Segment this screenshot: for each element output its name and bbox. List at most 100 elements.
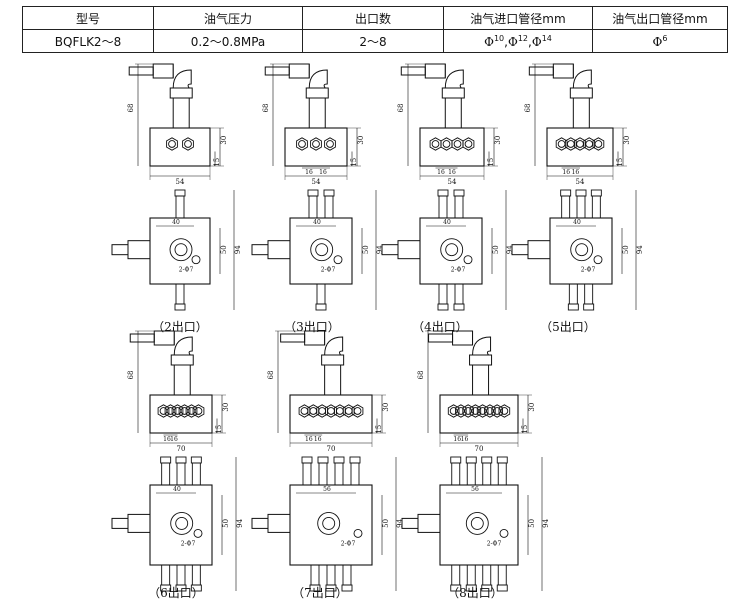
outlet-hex-nut bbox=[351, 404, 364, 418]
outlet-fitting bbox=[482, 462, 492, 486]
dim-label-30: 30 bbox=[382, 403, 390, 412]
dim-label-width: 54 bbox=[176, 178, 185, 186]
dim-label-68: 68 bbox=[397, 104, 405, 113]
outlet-hex-nut bbox=[574, 137, 586, 151]
inlet-fitting bbox=[527, 240, 551, 260]
outlet-hex-nut-bore bbox=[442, 140, 451, 148]
inlet-size-3: 14 bbox=[541, 33, 552, 43]
inlet-pipe bbox=[251, 244, 269, 256]
dim-label-thread: 2-Φ7 bbox=[581, 267, 596, 274]
outlet-fitting-nut bbox=[453, 303, 465, 311]
mount-hole bbox=[193, 528, 203, 538]
outlet-fitting-nut bbox=[450, 584, 462, 592]
outlet-fitting bbox=[438, 283, 448, 305]
outlet-hex-nut-bore bbox=[585, 140, 594, 148]
outlet-fitting bbox=[454, 195, 464, 219]
fitting-nut bbox=[170, 354, 194, 366]
inlet-pipe bbox=[128, 66, 154, 76]
dim-label-width: 54 bbox=[576, 178, 585, 186]
outlet-hex-nut-bore bbox=[300, 407, 309, 415]
outlet-hex-nut-bore bbox=[168, 140, 176, 148]
dim-label-68: 68 bbox=[524, 104, 532, 113]
inlet-fitting bbox=[397, 240, 421, 260]
value-pressure: 0.2～0.8MPa bbox=[153, 29, 303, 53]
outlet-fitting-nut bbox=[160, 584, 172, 592]
outlet-hex-nut-bore bbox=[594, 140, 603, 148]
outlet-hex-nut-bore bbox=[309, 407, 318, 415]
outlet-fitting bbox=[466, 462, 476, 486]
dim-label-width: 70 bbox=[475, 445, 484, 453]
dim-label-pitch: 16 bbox=[305, 436, 313, 443]
dim-label-pitch: 16 bbox=[437, 169, 445, 176]
outlet-hex-nut-bore bbox=[312, 140, 320, 148]
outlet-fitting bbox=[161, 564, 171, 586]
fitting-body bbox=[172, 97, 190, 129]
dim-label-40: 56 bbox=[471, 486, 479, 493]
dim-label-pitch: 16 bbox=[562, 169, 570, 176]
fitting-nut bbox=[305, 87, 329, 99]
outlet-fitting bbox=[584, 283, 594, 305]
fitting-nut bbox=[469, 354, 493, 366]
outlet-hex-nut bbox=[324, 137, 336, 151]
elbow-bend bbox=[572, 69, 592, 89]
dim-label-30: 30 bbox=[357, 136, 365, 145]
outlet-fitting bbox=[451, 564, 461, 586]
outlet-hex-nut-bore bbox=[453, 140, 462, 148]
outlet-fitting bbox=[175, 195, 185, 219]
outlet-fitting bbox=[454, 283, 464, 305]
caption-6-outlets: （6出口） bbox=[148, 586, 204, 600]
manifold-block bbox=[149, 394, 213, 434]
manifold-block bbox=[546, 127, 614, 167]
inlet-port bbox=[465, 511, 489, 535]
elbow-bend bbox=[472, 336, 492, 356]
inlet-port bbox=[317, 511, 341, 535]
dim-label-68: 68 bbox=[262, 104, 270, 113]
outlet-hex-nut-bore bbox=[298, 140, 306, 148]
phi-symbol: Φ bbox=[484, 34, 494, 49]
manifold-block bbox=[149, 127, 211, 167]
dim-label-15: 15 bbox=[487, 158, 495, 167]
outlet-fitting bbox=[176, 564, 186, 586]
outlet-hex-nut-bore bbox=[486, 407, 494, 415]
outlet-hex-nut-bore bbox=[318, 407, 327, 415]
outlet-fitting-nut bbox=[301, 456, 313, 464]
inlet-pipe bbox=[129, 333, 155, 343]
outlet-fitting bbox=[316, 283, 326, 305]
outlet-fitting-nut bbox=[567, 303, 579, 311]
elbow-bend bbox=[172, 69, 192, 89]
dim-label-pitch: 16 bbox=[319, 169, 327, 176]
outlet-fitting bbox=[302, 462, 312, 486]
dim-label-15: 15 bbox=[213, 158, 221, 167]
outlet-hex-nut-bore bbox=[194, 407, 203, 415]
dim-label-94: 94 bbox=[234, 245, 242, 254]
outlet-hex-nut-bore bbox=[566, 140, 575, 148]
inlet-fitting bbox=[127, 513, 151, 533]
outlet-fitting bbox=[438, 195, 448, 219]
inlet-fitting bbox=[267, 240, 291, 260]
spec-value-row: BQFLK2～8 0.2～0.8MPa 2～8 Φ10,Φ12,Φ14 Φ6 bbox=[22, 29, 728, 53]
dim-label-40: 40 bbox=[443, 219, 451, 226]
spec-table: 型号 油气压力 出口数 油气进口管径mm 油气出口管径mm BQFLK2～8 0… bbox=[22, 6, 728, 53]
outlet-fitting-nut bbox=[481, 584, 493, 592]
dim-label-94: 94 bbox=[506, 245, 514, 254]
mount-hole bbox=[463, 255, 473, 265]
dim-label-30: 30 bbox=[528, 403, 536, 412]
caption-3-outlets: （3出口） bbox=[284, 320, 340, 334]
outlet-fitting-nut bbox=[315, 303, 327, 311]
outlet-fitting bbox=[308, 195, 318, 219]
caption-2-outlets: （2出口） bbox=[152, 320, 208, 334]
manifold-block-top bbox=[149, 217, 211, 285]
inlet-pipe bbox=[400, 66, 426, 76]
outlet-hex-nut-bore bbox=[184, 140, 192, 148]
outlet-hex-nut-bore bbox=[326, 140, 334, 148]
dim-label-15: 15 bbox=[350, 158, 358, 167]
outlet-hex-nut-bore bbox=[493, 407, 501, 415]
header-pressure: 油气压力 bbox=[153, 6, 303, 30]
dim-label-68: 68 bbox=[127, 104, 135, 113]
outlet-fitting bbox=[591, 195, 601, 219]
manifold-block bbox=[289, 394, 373, 434]
